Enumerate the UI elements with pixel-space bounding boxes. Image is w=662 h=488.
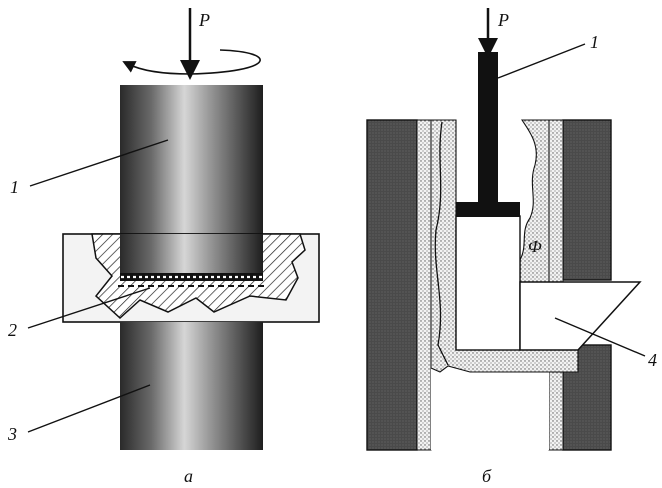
- leader-line-4b: [554, 317, 646, 357]
- weld-layer: [120, 273, 263, 281]
- plunger-plate: [456, 202, 520, 217]
- left-wall: [366, 119, 418, 451]
- rotation-arrow: [122, 49, 261, 75]
- label-4b: 4: [648, 350, 657, 370]
- lower-cylinder: [120, 322, 263, 450]
- filling-right: [519, 119, 550, 283]
- leader-line-1b: [497, 43, 586, 79]
- force-label-b: P: [497, 10, 509, 30]
- figure-a: P 1 2 3 а: [7, 8, 320, 486]
- phi-label: Ф: [528, 237, 542, 256]
- leader-line-3a: [27, 384, 151, 433]
- label-1b: 1: [590, 32, 599, 52]
- caption-a: а: [184, 466, 193, 486]
- figure-b: P Ф 1 4 б: [366, 8, 657, 486]
- wedge-4: [519, 281, 642, 351]
- plunger-rod: [478, 52, 498, 204]
- label-1a: 1: [10, 177, 19, 197]
- left-liner: [416, 119, 432, 451]
- leader-line-1a: [29, 139, 169, 187]
- right-wall-upper: [562, 119, 612, 281]
- upper-cylinder-lower: [120, 234, 263, 274]
- insert-body: [455, 215, 521, 351]
- label-2a: 2: [8, 320, 17, 340]
- leader-line-2a: [27, 287, 151, 329]
- filling-left-edge: [434, 121, 449, 366]
- caption-b: б: [482, 466, 492, 486]
- force-label-a: P: [198, 10, 210, 30]
- label-3a: 3: [7, 424, 17, 444]
